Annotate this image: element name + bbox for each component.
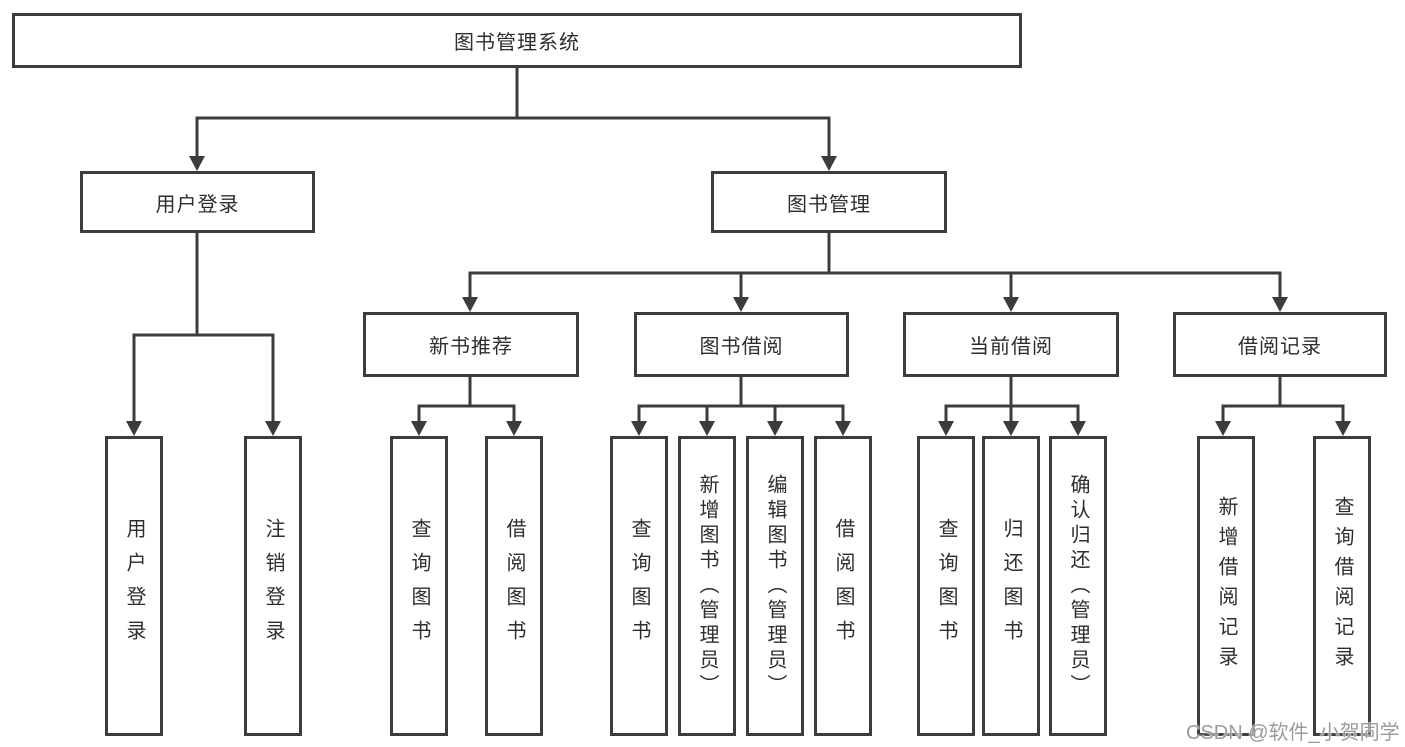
node-user-login-label: 用户登录 [155, 193, 240, 216]
node-new-book-recommend: 新书推荐 [363, 312, 579, 377]
leaf-logout: 注销登录 [244, 436, 302, 736]
node-book-management-system-label: 图书管理系统 [454, 32, 580, 54]
node-borrow-records: 借阅记录 [1173, 312, 1387, 377]
node-new-book-recommend-label: 新书推荐 [429, 336, 513, 358]
csdn-watermark: CSDN @软件_小贺同学 [1186, 722, 1400, 744]
leaf-query-books-recommend: 查询图书 [390, 436, 448, 736]
node-user-login: 用户登录 [80, 171, 315, 233]
node-book-borrow: 图书借阅 [634, 312, 849, 377]
node-book-management-label: 图书管理 [787, 193, 871, 216]
leaf-query-books-borrow: 查询图书 [610, 436, 668, 736]
node-book-borrow-label: 图书借阅 [699, 336, 784, 358]
leaf-edit-books-admin: 编辑图书（管理员） [746, 436, 804, 736]
leaf-add-borrow-record: 新增借阅记录 [1197, 436, 1255, 736]
leaf-user-login: 用户登录 [105, 436, 163, 736]
leaf-query-books-current: 查询图书 [917, 436, 975, 736]
node-book-management-system: 图书管理系统 [12, 13, 1022, 68]
leaf-borrow-books-recommend: 借阅图书 [485, 436, 543, 736]
leaf-borrow-books: 借阅图书 [814, 436, 872, 736]
leaf-return-books: 归还图书 [982, 436, 1040, 736]
node-book-management: 图书管理 [711, 171, 947, 233]
leaf-query-borrow-record: 查询借阅记录 [1313, 436, 1371, 736]
node-current-borrow-label: 当前借阅 [969, 336, 1053, 358]
leaf-confirm-return-admin: 确认归还（管理员） [1049, 436, 1107, 736]
node-current-borrow: 当前借阅 [903, 312, 1119, 377]
leaf-add-books-admin: 新增图书（管理员） [678, 436, 736, 736]
node-borrow-records-label: 借阅记录 [1238, 336, 1322, 358]
